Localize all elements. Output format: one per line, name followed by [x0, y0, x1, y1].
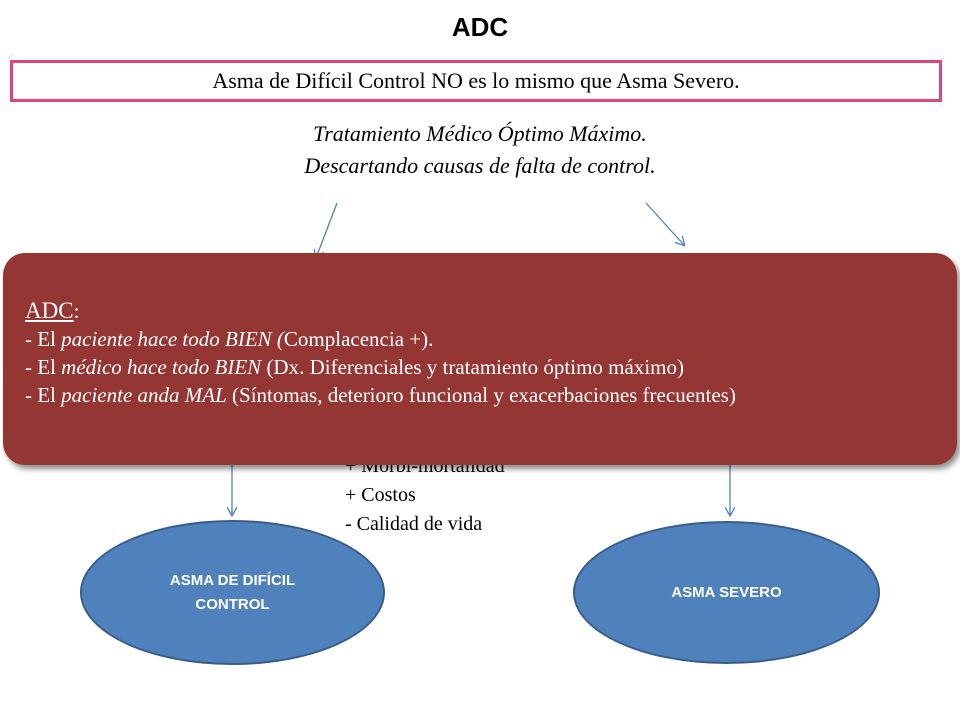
adc-item-3-italic: paciente anda MAL	[61, 383, 227, 407]
adc-heading-line: ADC:	[25, 297, 957, 325]
ellipse-asma-severo: ASMA SEVERO	[573, 521, 880, 664]
adc-item-1-rest: Complacencia +).	[283, 327, 434, 351]
treatment-text: Tratamiento Médico Óptimo Máximo. Descar…	[0, 118, 960, 182]
adc-callout-box: ADC: - El paciente hace todo BIEN (Compl…	[3, 253, 957, 465]
adc-item-3: - El paciente anda MAL (Síntomas, deteri…	[25, 381, 957, 409]
treatment-line-1: Tratamiento Médico Óptimo Máximo.	[313, 121, 647, 146]
consequence-line-3: - Calidad de vida	[345, 513, 483, 535]
adc-heading: ADC	[25, 298, 74, 323]
adc-item-3-rest: (Síntomas, deterioro funcional y exacerb…	[226, 383, 736, 407]
ellipse-left-line-2: CONTROL	[195, 595, 270, 613]
definition-text: Asma de Difícil Control NO es lo mismo q…	[212, 68, 740, 93]
adc-item-2-prefix: - El	[25, 355, 62, 379]
definition-box: Asma de Difícil Control NO es lo mismo q…	[10, 60, 942, 102]
adc-heading-colon: :	[73, 299, 80, 323]
adc-item-1-prefix: - El	[25, 327, 62, 351]
consequences-text: + Morbi-mortalidad + Costos - Calidad de…	[345, 452, 505, 539]
adc-item-3-prefix: - El	[25, 383, 62, 407]
adc-item-1-italic: paciente hace todo BIEN (	[61, 327, 284, 351]
page-title: ADC	[451, 12, 509, 42]
arrow-left-top	[316, 202, 338, 258]
ellipse-left-line-1: ASMA DE DIFÍCIL	[169, 571, 296, 589]
adc-item-2-rest: (Dx. Diferenciales y tratamiento óptimo …	[261, 355, 684, 379]
adc-item-1: - El paciente hace todo BIEN (Complacenc…	[25, 325, 957, 353]
adc-item-2: - El médico hace todo BIEN (Dx. Diferenc…	[25, 353, 957, 381]
consequence-line-2: + Costos	[345, 484, 416, 506]
treatment-line-2: Descartando causas de falta de control.	[304, 153, 656, 178]
ellipse-asma-dificil-control: ASMA DE DIFÍCIL CONTROL	[80, 520, 385, 665]
adc-item-2-italic: médico hace todo BIEN	[61, 355, 262, 379]
arrow-right-top	[645, 202, 684, 245]
ellipse-right-label: ASMA SEVERO	[671, 583, 782, 601]
